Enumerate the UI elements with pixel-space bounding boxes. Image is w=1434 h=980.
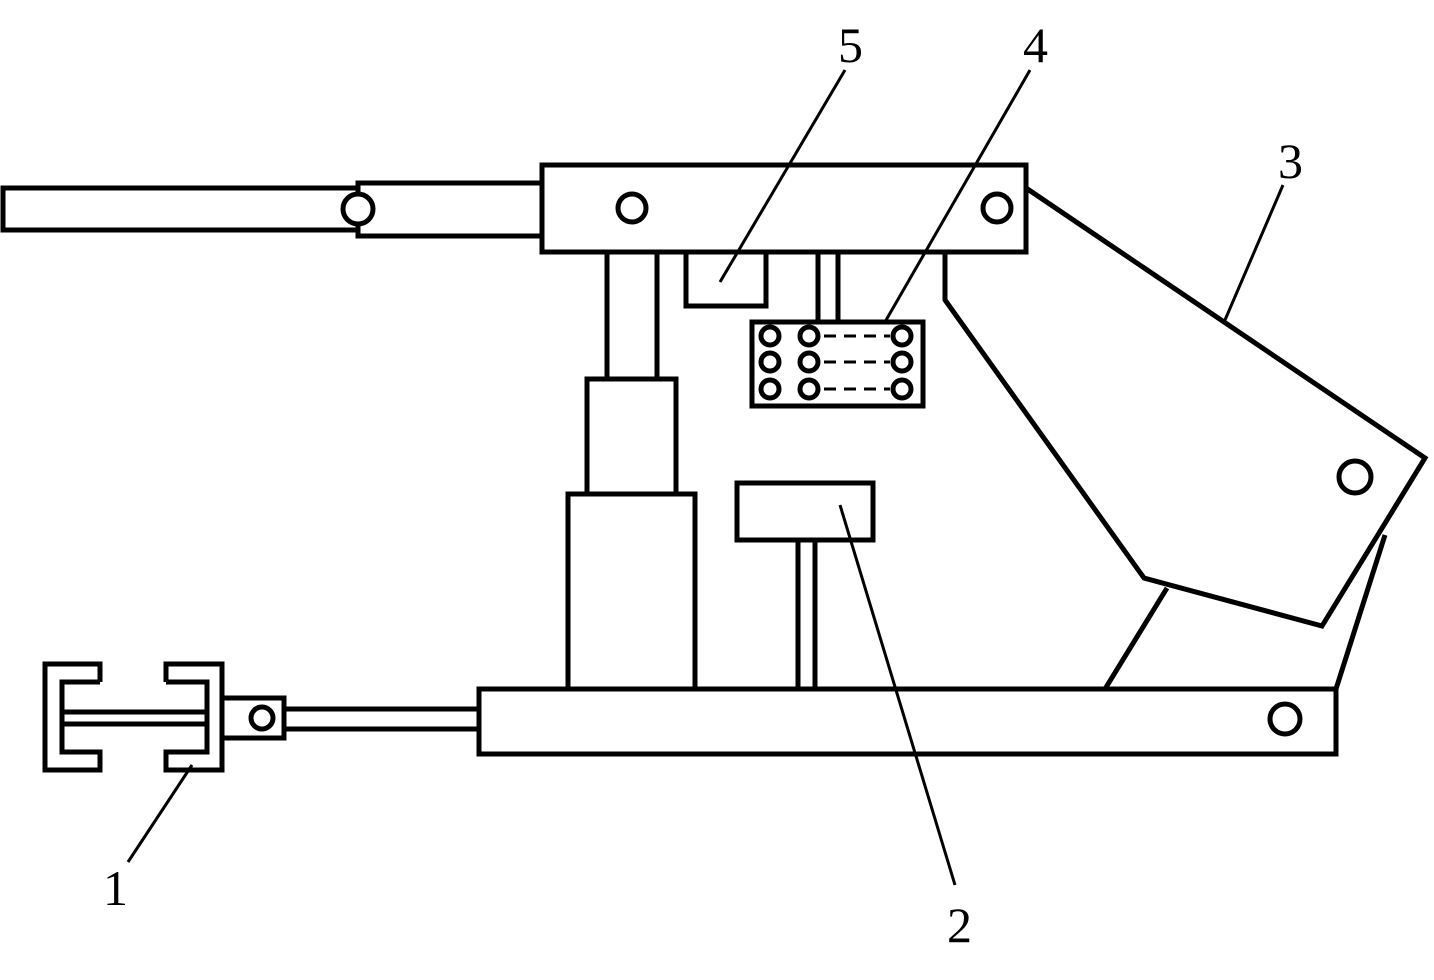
gripper-right-jaw [163,661,225,773]
cylinder-lower [565,491,698,692]
panel-4 [749,252,926,409]
leader-line-1 [126,764,194,863]
leader-line-4 [883,69,1032,323]
pivot-pin [1267,701,1303,737]
top-beam-body [539,162,1029,255]
left-rod [0,185,361,233]
panel-hole [758,377,782,401]
gripper-left-jaw [42,661,103,773]
pivot-pin [980,191,1014,225]
label-2: 2 [947,897,972,953]
gripper-guide-rod [59,709,210,727]
panel-hole [758,324,782,348]
panel-hole [758,350,782,374]
label-3: 3 [1278,133,1303,189]
upper-rod-assembly [0,180,545,239]
cylinder [565,252,698,692]
rod-pivot-pin [340,191,376,227]
leader-line-5 [718,69,847,283]
label-5: 5 [838,17,863,73]
arm-outline [942,185,1429,629]
pivot-pin [615,191,649,225]
leader-line-3 [1223,184,1285,321]
panel-hole [797,324,821,348]
arm-strut [1102,586,1170,691]
label-1: 1 [103,860,128,916]
arm-link [1333,534,1388,690]
panel-holes [758,324,914,401]
panel-hole [890,377,914,401]
panel-hole [890,350,914,374]
base-beam [476,686,1339,757]
cylinder-upper [584,376,679,497]
base-beam-body [476,686,1339,757]
label-4: 4 [1023,17,1048,73]
leader-line-2 [838,504,957,886]
pedal-plate [734,480,876,543]
panel-hole [890,324,914,348]
top-beam [539,162,1029,255]
arm-3 [942,185,1429,691]
panel-hole [797,377,821,401]
pivot-pin [248,704,276,732]
gripper-rod [281,706,482,732]
pivot-pin [1336,458,1374,496]
rod-sleeve [355,180,545,239]
panel-body [749,319,926,409]
pedal-2 [734,480,876,689]
gripper-1 [42,661,482,773]
leader-lines [126,69,1285,886]
panel-hole [797,350,821,374]
box-5 [683,249,769,309]
